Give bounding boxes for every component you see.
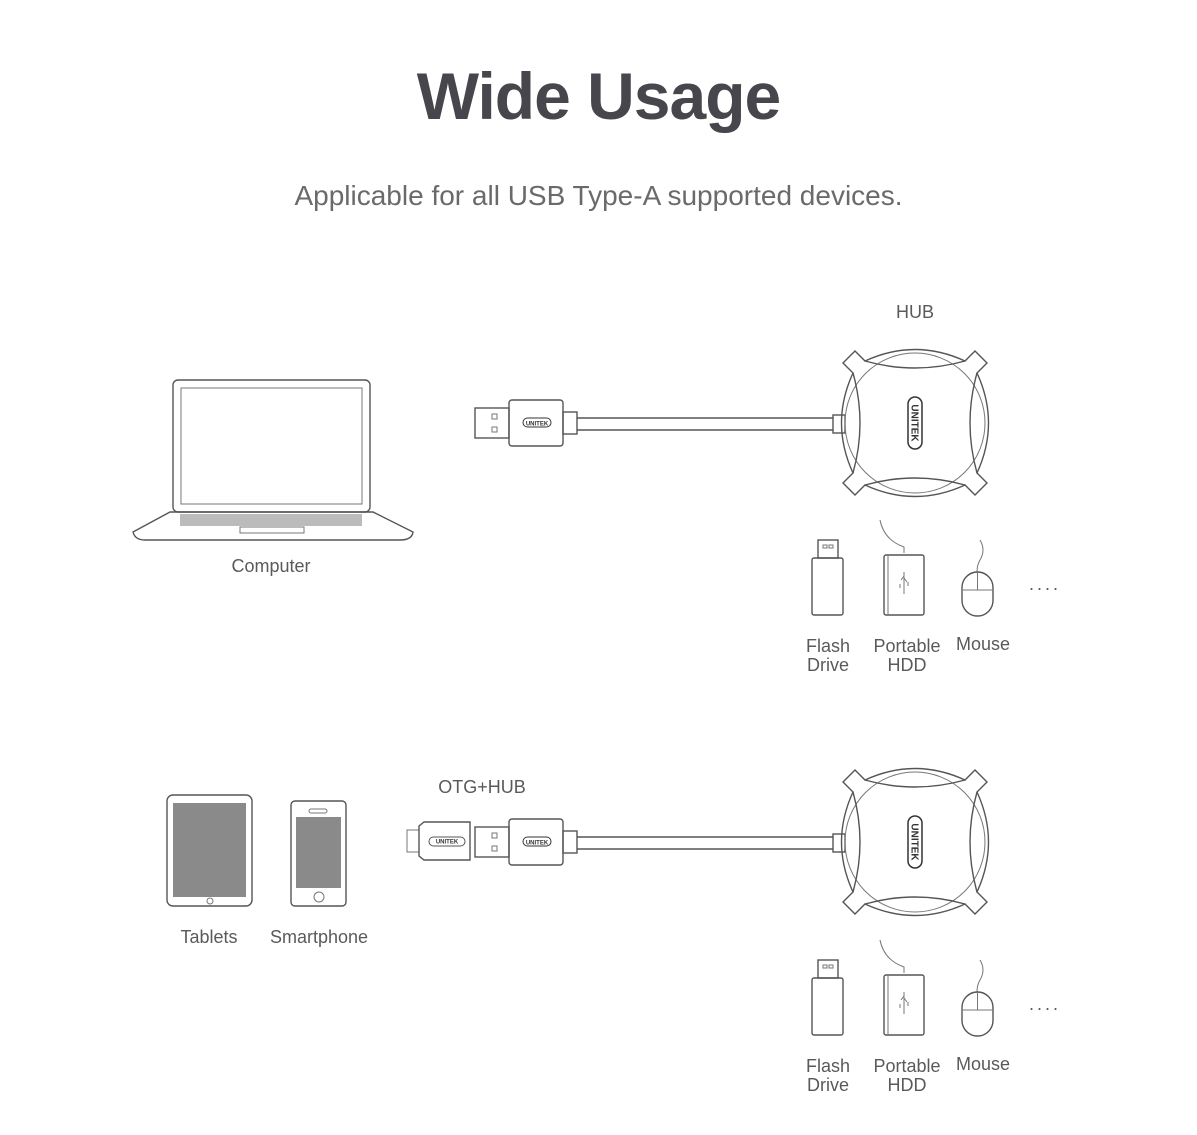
hdd-label: Portable [873,636,940,656]
page-title: Wide Usage [416,59,782,133]
plug-brand: UNITEK [526,841,549,847]
usb-plug-icon: UNITEK [474,399,578,447]
hdd-label: Portable [873,1056,940,1076]
hub-label: HUB [896,302,934,322]
hdd-label-2: HDD [888,655,927,675]
flash-drive-label-2: Drive [807,655,849,675]
hdd-label-2: HDD [888,1075,927,1095]
flash-drive-icon [811,539,844,616]
mouse-label: Mouse [956,634,1010,654]
hdd-icon [879,519,925,616]
hub-brand: UNITEK [909,823,920,861]
cable [577,414,846,434]
computer-label: Computer [231,556,310,576]
mouse-label: Mouse [956,1054,1010,1074]
adapter-brand: UNITEK [436,840,459,846]
cable [577,833,846,853]
flash-drive-label-2: Drive [807,1075,849,1095]
tablet-icon [166,794,253,907]
more-devices: .... [1029,994,1061,1014]
tablets-label: Tablets [180,927,237,947]
otg-hub-label: OTG+HUB [438,777,526,797]
laptop-icon [132,379,414,541]
hdd-icon [879,939,925,1036]
plug-brand: UNITEK [526,422,549,428]
flash-drive-icon [811,959,844,1036]
flash-drive-label: Flash [806,636,850,656]
page-subtitle: Applicable for all USB Type-A supported … [294,180,903,211]
usb-hub-icon: UNITEK [840,348,990,498]
usb-plug-icon: UNITEK [474,818,578,866]
usb-hub-icon: UNITEK [840,767,990,917]
mouse-icon [961,959,994,1037]
more-devices: .... [1029,574,1061,594]
mouse-icon [961,539,994,617]
hub-brand: UNITEK [909,404,920,442]
smartphone-label: Smartphone [270,927,368,947]
smartphone-icon [290,800,347,907]
otg-adapter-icon: UNITEK [406,821,471,861]
flash-drive-label: Flash [806,1056,850,1076]
